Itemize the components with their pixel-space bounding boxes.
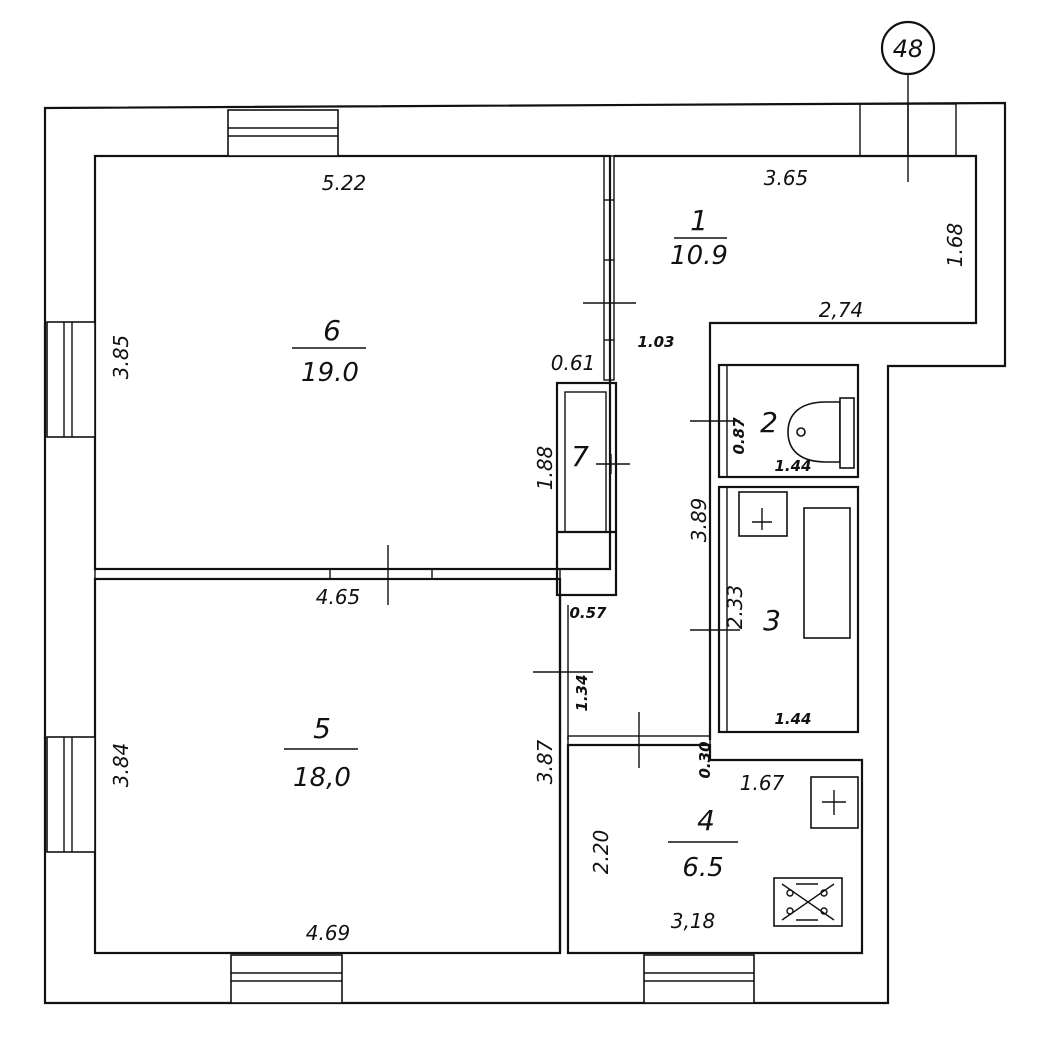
room-6-number: 6 <box>323 314 341 347</box>
toilet-bowl-dot <box>796 427 806 437</box>
dim-r3-width: 1.44 <box>774 710 811 728</box>
dim-r5-height: 3.84 <box>109 743 133 788</box>
marker-label: 48 <box>893 35 924 63</box>
dim-r7-height: 1.88 <box>533 446 557 491</box>
outer-wall <box>43 101 1007 1005</box>
dim-r5-right: 3.87 <box>533 739 557 784</box>
stove-grate <box>781 883 835 921</box>
dim-r2-height: 0.87 <box>730 417 748 455</box>
room-4-number: 4 <box>697 804 715 837</box>
dim-r1-inner: 2,74 <box>819 298 864 322</box>
room-6-area: 19.0 <box>301 358 359 388</box>
room-3-outline <box>717 485 860 734</box>
dim-r1-width: 3.65 <box>764 166 809 190</box>
window-left-lower <box>46 736 96 853</box>
dim-r5-width: 4.69 <box>306 921 351 945</box>
room-2-number: 2 <box>760 406 778 439</box>
bathtub-icon <box>803 507 851 639</box>
dim-kitchen-top: 1.67 <box>740 771 785 795</box>
dim-kitchen-height: 2.20 <box>589 830 613 875</box>
toilet-icon <box>787 401 841 463</box>
dim-r1-height: 1.68 <box>943 223 967 268</box>
window-bottom-right <box>643 954 755 1004</box>
room-7-outline <box>555 381 618 597</box>
room-1-area: 10.9 <box>670 241 728 271</box>
dim-niche-width: 0.57 <box>569 604 607 622</box>
toilet-tank <box>839 397 855 469</box>
room-3-number: 3 <box>763 604 781 637</box>
dim-kitchen-offset: 0.30 <box>696 741 714 778</box>
room-5-number: 5 <box>313 712 331 745</box>
dim-r6-width: 5.22 <box>322 171 367 195</box>
dim-r7-width: 0.61 <box>551 351 596 375</box>
dim-door-opening: 1.34 <box>573 674 591 711</box>
room-4-area: 6.5 <box>682 853 723 883</box>
dim-corridor-width: 1.03 <box>637 333 674 351</box>
window-bottom-left <box>230 954 343 1004</box>
room-5-area: 18,0 <box>293 763 351 793</box>
window-top <box>227 109 339 157</box>
room-7-number: 7 <box>571 440 589 473</box>
dim-r6-r5-wall: 4.65 <box>316 585 361 609</box>
dim-kitchen-width: 3,18 <box>671 909 716 933</box>
dim-r2-width: 1.44 <box>774 457 811 475</box>
dim-r3-height: 2.33 <box>723 585 747 630</box>
partition-r6-corridor <box>603 155 615 381</box>
room-1-number: 1 <box>690 204 708 237</box>
dim-r6-height: 3.85 <box>109 335 133 380</box>
dim-corridor-height: 3.89 <box>687 498 711 543</box>
window-left-upper <box>46 321 96 438</box>
bathroom-sink-icon <box>738 491 788 537</box>
room6-room5-wall <box>94 568 561 580</box>
room-1-outline <box>614 154 978 740</box>
